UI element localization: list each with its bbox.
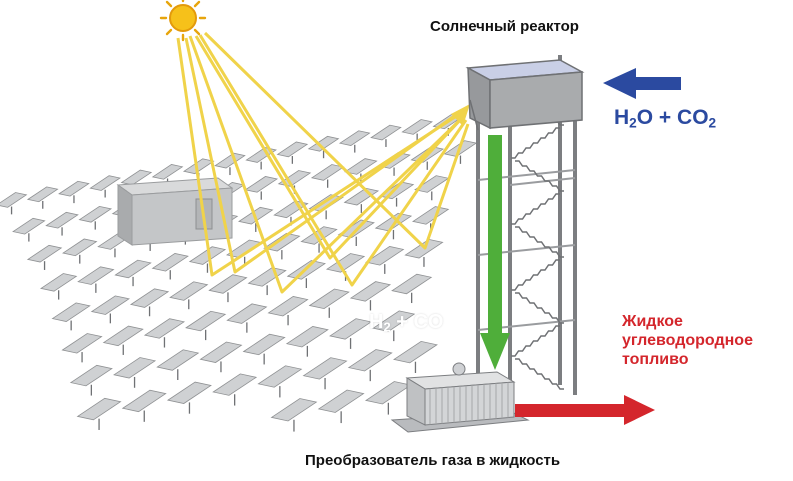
reactor-tower [465,55,585,410]
heliostat-mirror [76,397,122,430]
heliostat-mirror [270,398,318,432]
heliostat-mirror [90,295,130,324]
heliostat-mirror [212,373,258,406]
heliostat-mirror [308,288,350,318]
heliostat-field [0,113,478,432]
heliostat-mirror [51,302,91,331]
arrow-left-icon [603,68,681,99]
heliostat-mirror [188,246,227,273]
heliostat-mirror [166,381,212,414]
heliostat-mirror [26,244,63,270]
heliostat-mirror [267,296,309,326]
sun-rays [176,31,470,294]
heliostat-mirror [338,130,371,153]
heliostat-mirror [156,349,200,381]
heliostat-mirror [58,180,90,204]
syngas-h: H [369,311,384,333]
heliostat-mirror [114,259,152,287]
gas-to-liquid-converter [390,362,530,433]
heliostat-mirror [329,318,373,349]
heliostat-mirror [62,238,98,264]
syngas-h-subscript: 2 [383,319,391,335]
heliostat-mirror [349,281,392,311]
heliostat-mirror [285,326,329,357]
heliostat-mirror [129,288,170,317]
fuel-line-3: топливо [622,351,689,368]
converter-title: Преобразователь газа в жидкость [305,452,561,469]
syngas-formula: H2 + CO [369,311,443,334]
background-building [116,177,234,246]
syngas-co: + CO [390,311,444,333]
heliostat-mirror [307,135,340,159]
heliostat-mirror [169,281,209,310]
heliostat-mirror [39,273,78,300]
heliostat-mirror [401,119,433,142]
heliostat-mirror [347,349,393,382]
arrow-right-icon [515,395,655,425]
heliostat-mirror [244,176,279,200]
heliostat-mirror [113,357,157,388]
heliostat-mirror [374,212,413,240]
input-h: H [614,106,630,129]
heliostat-mirror [310,164,345,188]
heliostat-mirror [257,365,303,398]
heliostat-mirror [214,152,246,176]
heliostat-mirror [102,325,144,355]
heliostat-mirror [286,260,326,289]
heliostat-mirror [365,246,405,274]
heliostat-mirror [392,340,438,374]
heliostat-mirror [89,175,121,198]
heliostat-mirror [242,333,286,365]
heliostat-mirror [69,364,113,396]
heliostat-mirror [61,333,103,363]
tower-staircase [511,94,564,390]
heliostat-mirror [208,274,248,303]
heliostat-mirror [0,192,28,215]
heliostat-mirror [121,389,167,422]
input-formula-h2o-co2: H2O + CO2 [614,106,716,130]
heliostat-mirror [302,357,348,390]
heliostat-mirror [151,253,189,280]
input-h-subscript: 2 [629,115,637,131]
sun-icon [159,0,207,42]
heliostat-mirror [391,273,433,304]
heliostat-mirror [372,310,416,342]
reactor-title: Солнечный реактор [430,18,579,35]
heliostat-mirror [199,341,243,373]
heliostat-mirror [78,205,113,230]
heliostat-mirror [185,310,227,341]
ray-convergence-arrow [451,104,470,126]
heliostat-mirror [300,226,338,253]
heliostat-mirror [77,266,115,293]
arrow-down-icon [480,135,510,370]
heliostat-mirror [143,318,186,348]
input-o-co: O + CO [636,106,709,129]
input-co-subscript: 2 [708,115,717,131]
heliostat-mirror [364,381,412,415]
fuel-line-2: углеводородное [622,332,753,349]
heliostat-mirror [276,141,309,164]
heliostat-mirror [26,186,59,209]
heliostat-mirror [370,124,402,147]
heliostat-mirror [404,238,444,267]
fuel-line-1: Жидкое [622,313,683,330]
liquid-fuel-label: Жидкое углеводородное топливо [622,312,753,369]
heliostat-mirror [317,389,365,424]
heliostat-mirror [45,211,79,236]
heliostat-mirror [226,303,268,333]
heliostat-mirror [12,217,46,242]
heliostat-mirror [245,147,277,170]
